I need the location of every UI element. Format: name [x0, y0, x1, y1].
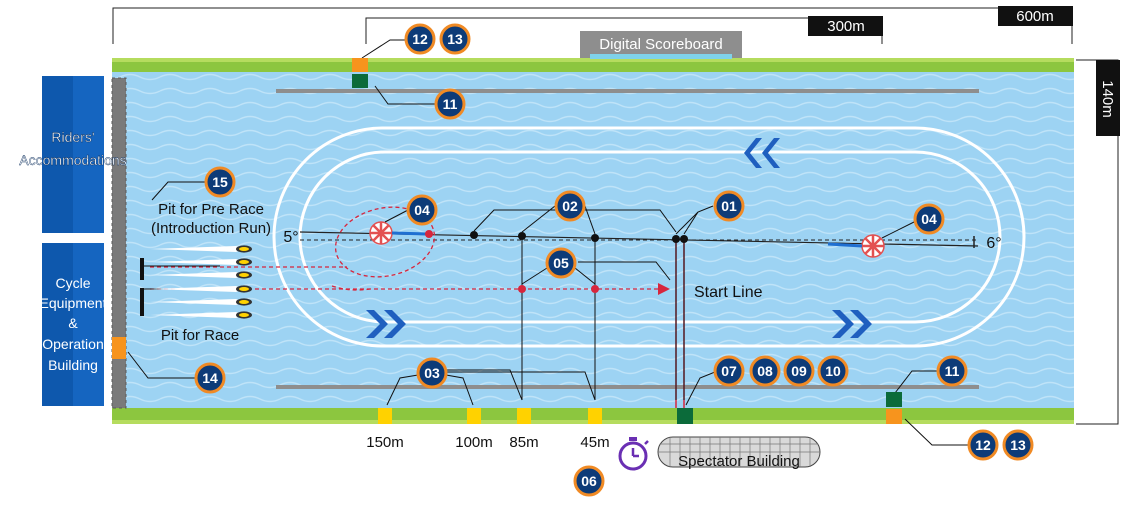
svg-text:10: 10	[825, 363, 841, 379]
top-boundary-line	[276, 89, 979, 93]
width-140m-label: 140m	[1099, 80, 1116, 118]
left-mark-blue-line	[391, 231, 429, 236]
svg-text:13: 13	[1010, 437, 1026, 453]
approach-marker-45	[591, 285, 599, 293]
scoreboard-label: Digital Scoreboard	[599, 36, 722, 53]
direction-chevrons-bottom-right	[832, 310, 872, 338]
svg-text:13: 13	[447, 31, 463, 47]
spectator-building	[657, 436, 821, 468]
badge-04-right: 04	[913, 203, 945, 235]
svg-text:03: 03	[424, 365, 440, 381]
badge-11-top: 11	[434, 88, 466, 120]
right-mark-blue-line	[827, 242, 863, 248]
length-600m-label: 600m	[1016, 8, 1054, 25]
angle-left-label: 5°	[283, 229, 298, 246]
badge-15: 15	[204, 166, 236, 198]
svg-text:04: 04	[921, 211, 937, 227]
bottom-marker-orange	[886, 409, 902, 424]
distance-150m-label: 150m	[366, 434, 404, 451]
length-300m-label: 300m	[827, 18, 865, 35]
badge-02: 02	[554, 190, 586, 222]
pre-race-pit-dock	[140, 258, 144, 280]
pit-marker-orange	[112, 337, 126, 359]
svg-text:08: 08	[757, 363, 773, 379]
marker-45m	[588, 408, 602, 424]
race-pit-dock	[140, 288, 144, 316]
pre-race-pit-line1: Pit for Pre Race	[158, 201, 264, 218]
badge-12-top: 12	[404, 23, 436, 55]
bottom-boundary-line	[276, 385, 979, 389]
start-arrow	[658, 283, 670, 295]
svg-text:14: 14	[202, 370, 218, 386]
svg-text:05: 05	[553, 255, 569, 271]
stopwatch-icon	[618, 437, 649, 471]
svg-text:11: 11	[945, 363, 960, 379]
top-marker-orange	[352, 58, 368, 72]
svg-text:04: 04	[414, 202, 430, 218]
marker-85m	[517, 408, 531, 424]
badge-08: 08	[749, 355, 781, 387]
badge-07: 07	[713, 355, 745, 387]
distance-85m-label: 85m	[509, 434, 538, 451]
axis-markers	[470, 231, 688, 243]
badge-05: 05	[545, 247, 577, 279]
badge-13-bottom: 13	[1002, 429, 1034, 461]
badge-04-left: 04	[406, 194, 438, 226]
badge-12-bottom: 12	[967, 429, 999, 461]
direction-chevrons-bottom-left	[366, 310, 406, 338]
svg-text:01: 01	[721, 198, 737, 214]
marker-150m	[378, 408, 392, 424]
svg-text:11: 11	[443, 96, 458, 112]
boats-in-pit	[150, 245, 252, 319]
length-300m-box	[808, 16, 883, 36]
cycle-label-line2: Equipment	[40, 295, 107, 311]
badge-01: 01	[713, 190, 745, 222]
riders-label-line1: Riders'	[51, 129, 94, 145]
svg-text:06: 06	[581, 473, 597, 489]
svg-text:12: 12	[412, 31, 428, 47]
direction-chevrons-top	[744, 138, 780, 168]
start-marker-green	[677, 408, 693, 424]
svg-text:02: 02	[562, 198, 578, 214]
badge-13-top: 13	[439, 23, 471, 55]
width-140m-box	[1096, 60, 1120, 136]
badge-14: 14	[194, 362, 226, 394]
intro-run-loop	[334, 206, 436, 278]
top-marker-green	[352, 74, 368, 88]
marker-100m	[467, 408, 481, 424]
badge-06: 06	[573, 465, 605, 497]
cycle-label-line3: &	[68, 315, 78, 331]
cycle-label-line1: Cycle	[55, 275, 90, 291]
outer-course-line	[272, 126, 1026, 348]
badge-10: 10	[817, 355, 849, 387]
svg-text:09: 09	[791, 363, 807, 379]
pre-race-pit-line2: (Introduction Run)	[151, 220, 271, 237]
riders-label-line2: Accommodations	[19, 152, 126, 168]
length-600m-box	[998, 6, 1073, 26]
svg-text:15: 15	[212, 174, 228, 190]
badge-03: 03	[416, 357, 448, 389]
svg-text:07: 07	[721, 363, 737, 379]
left-wall	[112, 78, 126, 408]
scoreboard-box	[580, 31, 742, 58]
cycle-label-line4: Operation	[42, 336, 103, 352]
race-pit-label: Pit for Race	[161, 327, 239, 344]
cycle-label-line5: Building	[48, 357, 98, 373]
inner-course-line	[298, 150, 1002, 324]
spectator-building-label: Spectator Building	[678, 453, 800, 470]
badge-09: 09	[783, 355, 815, 387]
badge-11-bottom: 11	[936, 355, 968, 387]
turn-mark-left	[369, 221, 393, 245]
angle-right-label: 6°	[986, 235, 1001, 252]
bottom-marker-green	[886, 392, 902, 407]
start-line-label: Start Line	[694, 284, 763, 301]
svg-text:12: 12	[975, 437, 991, 453]
turn-mark-right	[861, 234, 885, 258]
distance-100m-label: 100m	[455, 434, 493, 451]
approach-marker-85	[518, 285, 526, 293]
distance-45m-label: 45m	[580, 434, 609, 451]
